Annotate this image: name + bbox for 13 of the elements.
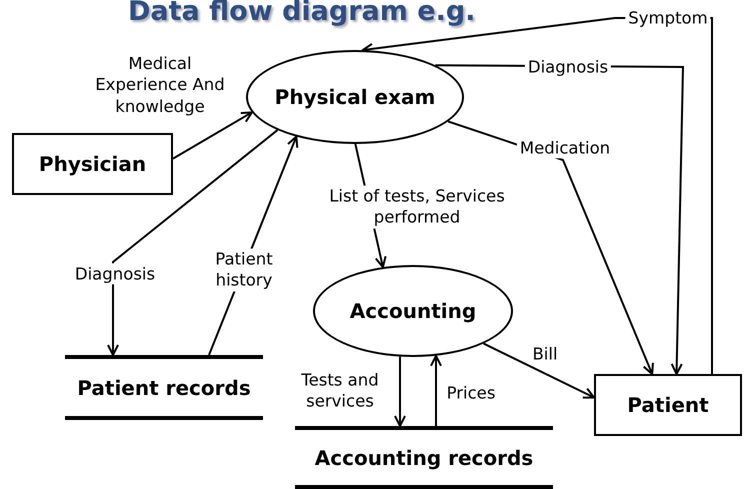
node-label: Accounting	[350, 299, 476, 323]
node-label: Patient records	[77, 376, 251, 400]
entity-box	[12, 133, 173, 195]
entity-box	[594, 374, 742, 436]
node-label: Physical exam	[274, 85, 436, 109]
node-label: Accounting records	[314, 446, 534, 470]
arrow	[394, 356, 406, 427]
arrow	[172, 111, 253, 160]
arrow	[107, 129, 278, 356]
node-label: Physician	[38, 152, 146, 176]
arrow	[430, 354, 442, 426]
arrow	[483, 342, 595, 399]
node-label: Patient	[627, 393, 709, 417]
